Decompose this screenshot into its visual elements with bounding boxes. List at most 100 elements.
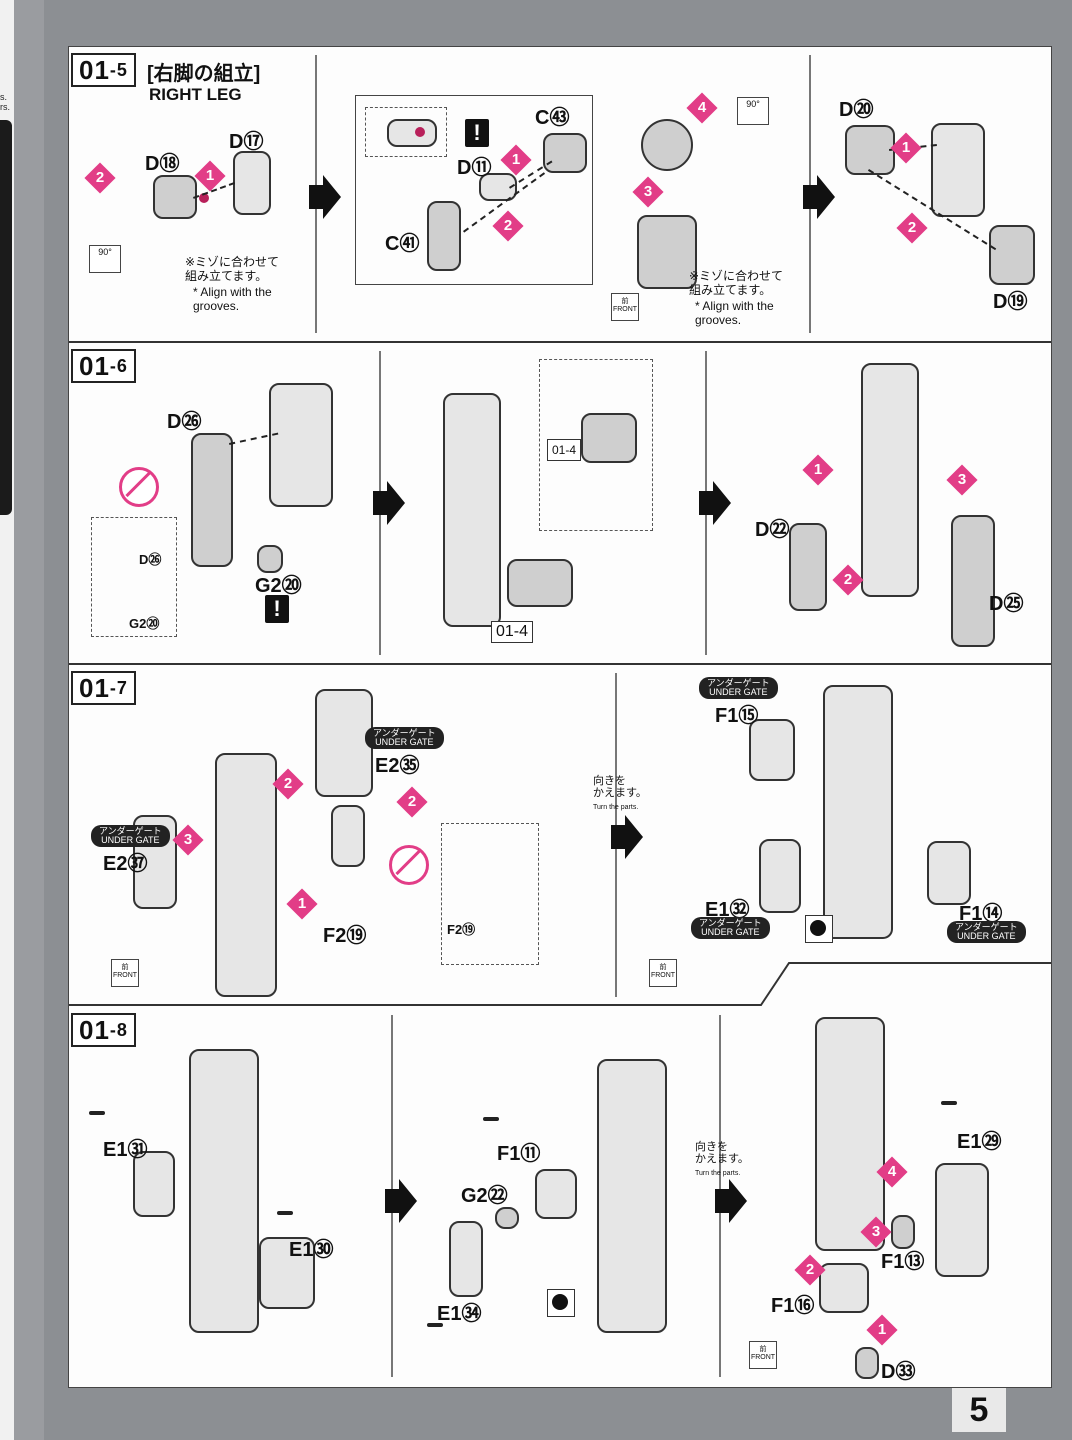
under-gate-badge [89, 1111, 105, 1115]
part-g2-20 [257, 545, 283, 573]
label-d17: D⑰ [229, 131, 264, 153]
label-f1-11: F1⑪ [497, 1143, 541, 1165]
label-g2-22: G2㉒ [461, 1185, 508, 1207]
step-number-main: 01 [79, 673, 110, 703]
part-f2-19 [331, 805, 365, 867]
left-page-text: s. rs. [0, 92, 10, 112]
step-marker-2: 2 [896, 212, 928, 244]
step-marker-2: 2 [396, 786, 428, 818]
part-e1-29 [935, 1163, 989, 1277]
step-marker-3: 3 [172, 824, 204, 856]
step-marker-3: 3 [632, 176, 664, 208]
label-e1-29: E1㉙ [957, 1131, 1002, 1153]
label-g2-20: G2⑳ [255, 575, 302, 597]
step-marker-2: 2 [84, 162, 116, 194]
left-page-edge: s. rs. [0, 0, 44, 1440]
label-g2-20-inset: G2⑳ [129, 616, 160, 631]
section-separator [69, 962, 1051, 1006]
part-leg-assembly [443, 393, 501, 627]
part-d25 [951, 515, 995, 647]
gate-jp: アンダーゲート [99, 826, 162, 836]
label-d33: D㉝ [881, 1361, 916, 1383]
gate-en: UNDER GATE [957, 931, 1016, 941]
marker-text: 3 [957, 471, 967, 488]
step-title-jp: [右脚の組立] [147, 63, 261, 85]
detail-inset [539, 359, 653, 531]
rotate-90-icon: 90° [89, 245, 121, 273]
part-leg-assembly [815, 1017, 885, 1251]
marker-text: 2 [283, 775, 293, 792]
part-d11 [479, 173, 517, 201]
align-note-jp: ※ミゾに合わせて 組み立てます。 [185, 255, 280, 283]
label-e2-37: E2㊲ [103, 853, 148, 875]
label-f2-19-inset: F2⑲ [447, 922, 476, 937]
step-number: 01-8 [71, 1013, 136, 1047]
front-badge: 前 FRONT [649, 959, 677, 987]
detail-inset [441, 823, 539, 965]
part-leg-assembly [215, 753, 277, 997]
part-e2-35 [315, 689, 373, 797]
turn-note-en: Turn the parts. [695, 1170, 741, 1177]
detail-box [355, 95, 593, 285]
label-d26-inset: D㉖ [139, 552, 162, 567]
step-number: 01-5 [71, 53, 136, 87]
marker-text: 4 [887, 1163, 897, 1180]
no-cut-icon [119, 467, 159, 507]
left-page-dark-band [0, 120, 12, 515]
marker-text: 1 [901, 139, 911, 156]
step-number-sub: -6 [109, 356, 128, 376]
label-c41: C㊶ [385, 233, 420, 255]
flow-arrow [699, 481, 731, 525]
turn-note-jp: 向きを かえます。 [593, 775, 647, 799]
gate-jp: アンダーゲート [699, 918, 762, 928]
marker-text: 1 [297, 895, 307, 912]
flow-arrow [803, 175, 835, 219]
no-cut-icon [389, 845, 429, 885]
label-e1-31: E1㉛ [103, 1139, 148, 1161]
step-marker-4: 4 [876, 1156, 908, 1188]
part-d18 [153, 175, 197, 219]
step-number-sub: -8 [109, 1020, 128, 1040]
under-gate-badge [277, 1211, 293, 1215]
label-f1-13: F1⑬ [881, 1251, 925, 1273]
gate-jp: アンダーゲート [707, 678, 770, 688]
step-01-6: 01-6 D㉖ G2⑳ ! D㉖ G2⑳ 01-4 01-4 D㉒ D㉕ 1 2… [69, 343, 1051, 665]
part-leg-frame [637, 215, 697, 289]
marker-text: 1 [511, 151, 521, 168]
step-marker-1: 1 [500, 144, 532, 176]
part-d22 [789, 523, 827, 611]
step-marker-2: 2 [492, 210, 524, 242]
flow-arrow [611, 815, 643, 859]
label-e1-30: E1㉚ [289, 1239, 334, 1261]
label-e2-35: E2㉟ [375, 755, 420, 777]
part-f1-13 [891, 1215, 915, 1249]
align-note-jp: ※ミゾに合わせて 組み立てます。 [689, 269, 784, 297]
label-d22: D㉒ [755, 519, 790, 541]
marker-text: 4 [697, 99, 707, 116]
under-gate-badge [483, 1117, 499, 1121]
part-d33 [855, 1347, 879, 1379]
detail-inset [365, 107, 447, 157]
label-e1-34: E1㉞ [437, 1303, 482, 1325]
label-f1-16: F1⑯ [771, 1295, 815, 1317]
part-f1-16 [819, 1263, 869, 1313]
turn-note-en: Turn the parts. [593, 804, 639, 811]
cut-indicator-icon [547, 1289, 575, 1317]
front-badge: 前 FRONT [111, 959, 139, 987]
step-reference: 01-4 [491, 621, 534, 643]
part-e1-30 [259, 1237, 315, 1309]
step-marker-4: 4 [686, 92, 718, 124]
step-number-sub: -7 [109, 678, 128, 698]
part-g2-22 [495, 1207, 519, 1229]
step-number: 01-6 [71, 349, 136, 383]
cut-indicator-icon [805, 915, 833, 943]
part-e1-34 [449, 1221, 483, 1297]
marker-text: 3 [871, 1223, 881, 1240]
step-number-sub: -5 [109, 60, 128, 80]
step-marker-1: 1 [286, 888, 318, 920]
label-f2-19: F2⑲ [323, 925, 367, 947]
part-leg-assembly [189, 1049, 259, 1333]
